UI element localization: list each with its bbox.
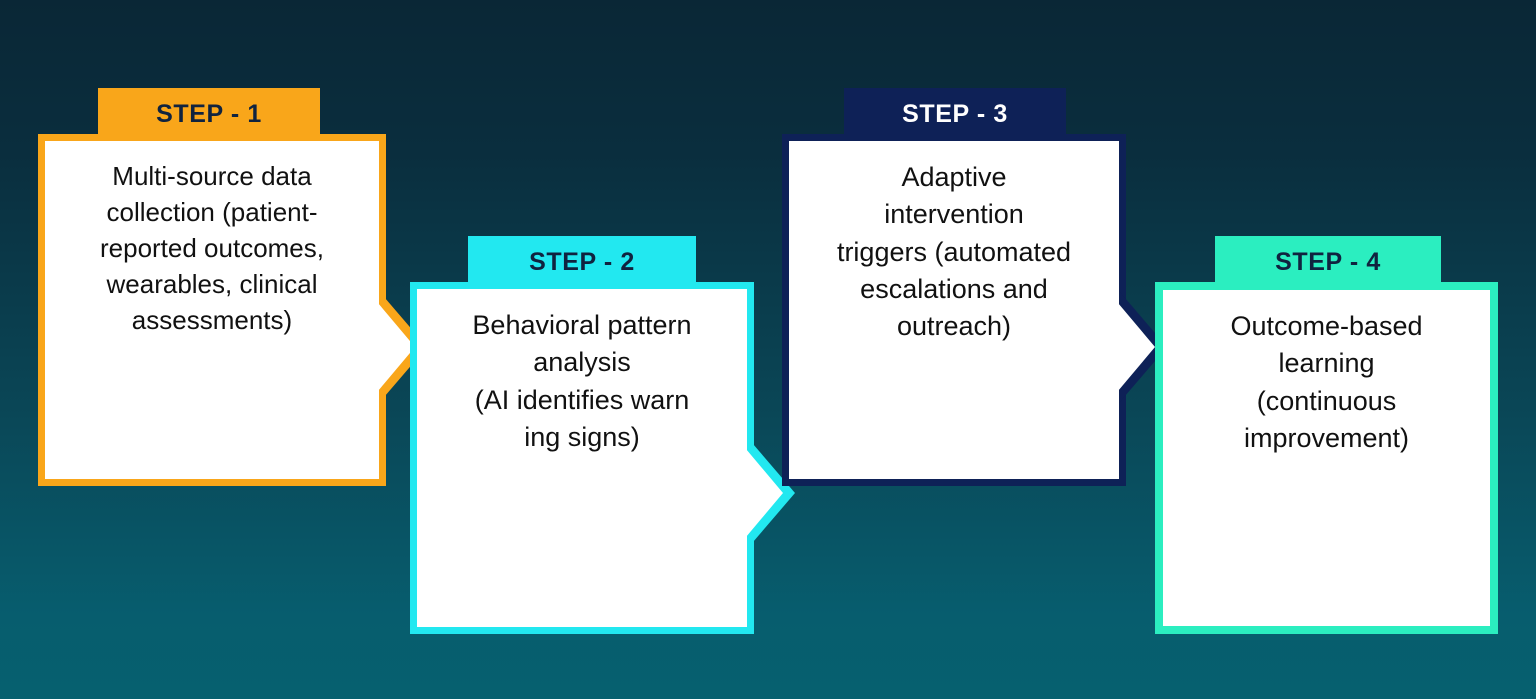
step-card-2-body: Behavioral pattern analysis (AI identifi… [410, 282, 795, 634]
step-4-description: Outcome-based learning (continuous impro… [1230, 311, 1423, 453]
step-card-4-body: Outcome-based learning (continuous impro… [1155, 282, 1498, 634]
step-4-tab[interactable]: STEP - 4 [1215, 236, 1441, 288]
step-card-3-body: Adaptive intervention triggers (automate… [782, 134, 1167, 486]
step-2-tab-label: STEP - 2 [529, 248, 635, 276]
step-1-arrow-inner [378, 303, 415, 391]
step-card-3[interactable]: Adaptive intervention triggers (automate… [782, 88, 1167, 486]
step-1-description: Multi-source data collection (patient- r… [99, 161, 324, 335]
step-4-tab-label: STEP - 4 [1275, 248, 1381, 276]
step-1-tab-label: STEP - 1 [156, 100, 262, 128]
step-card-1[interactable]: Multi-source data collection (patient- r… [38, 88, 427, 486]
step-2-arrow-inner [746, 449, 783, 537]
step-3-tab[interactable]: STEP - 3 [844, 88, 1066, 140]
step-3-tab-label: STEP - 3 [902, 100, 1008, 128]
step-card-4[interactable]: Outcome-based learning (continuous impro… [1155, 236, 1498, 634]
step-2-tab[interactable]: STEP - 2 [468, 236, 696, 288]
step-2-description: Behavioral pattern analysis (AI identifi… [472, 310, 692, 452]
step-card-1-body: Multi-source data collection (patient- r… [38, 134, 427, 486]
step-3-description: Adaptive intervention triggers (automate… [836, 162, 1072, 341]
step-1-tab[interactable]: STEP - 1 [98, 88, 320, 140]
step-3-arrow-inner [1118, 303, 1155, 391]
step-card-2[interactable]: Behavioral pattern analysis (AI identifi… [410, 236, 795, 634]
